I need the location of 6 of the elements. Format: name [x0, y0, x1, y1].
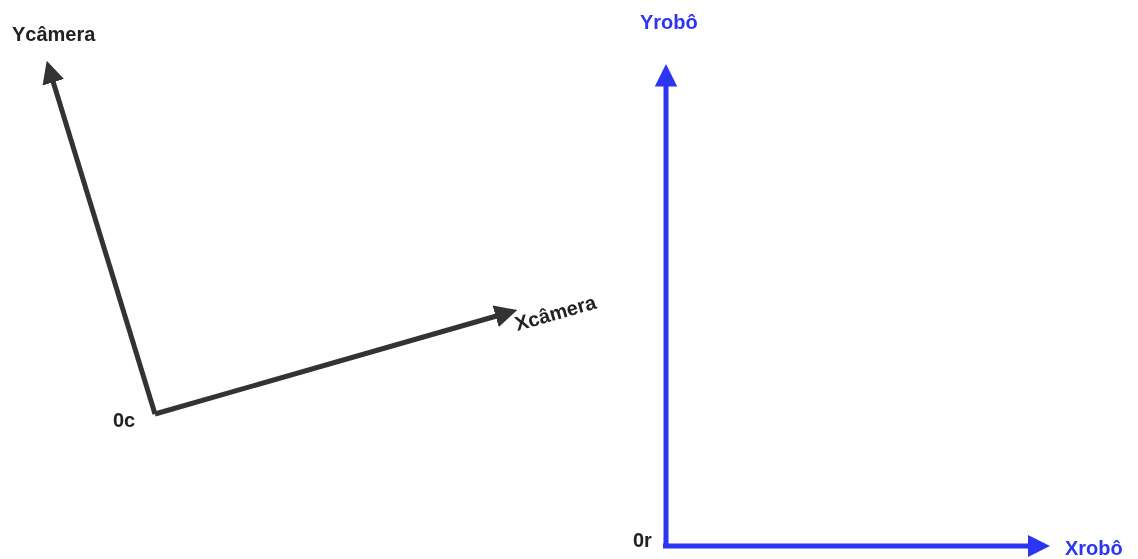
axis-label: Xcâmera [512, 291, 599, 334]
axis-label: Yrobô [640, 12, 698, 32]
axis-label: Ycâmera [12, 24, 96, 44]
origin-label: 0r [633, 530, 652, 550]
origin-label: 0c [113, 410, 136, 430]
axis-label: Xrobô [1065, 538, 1123, 558]
